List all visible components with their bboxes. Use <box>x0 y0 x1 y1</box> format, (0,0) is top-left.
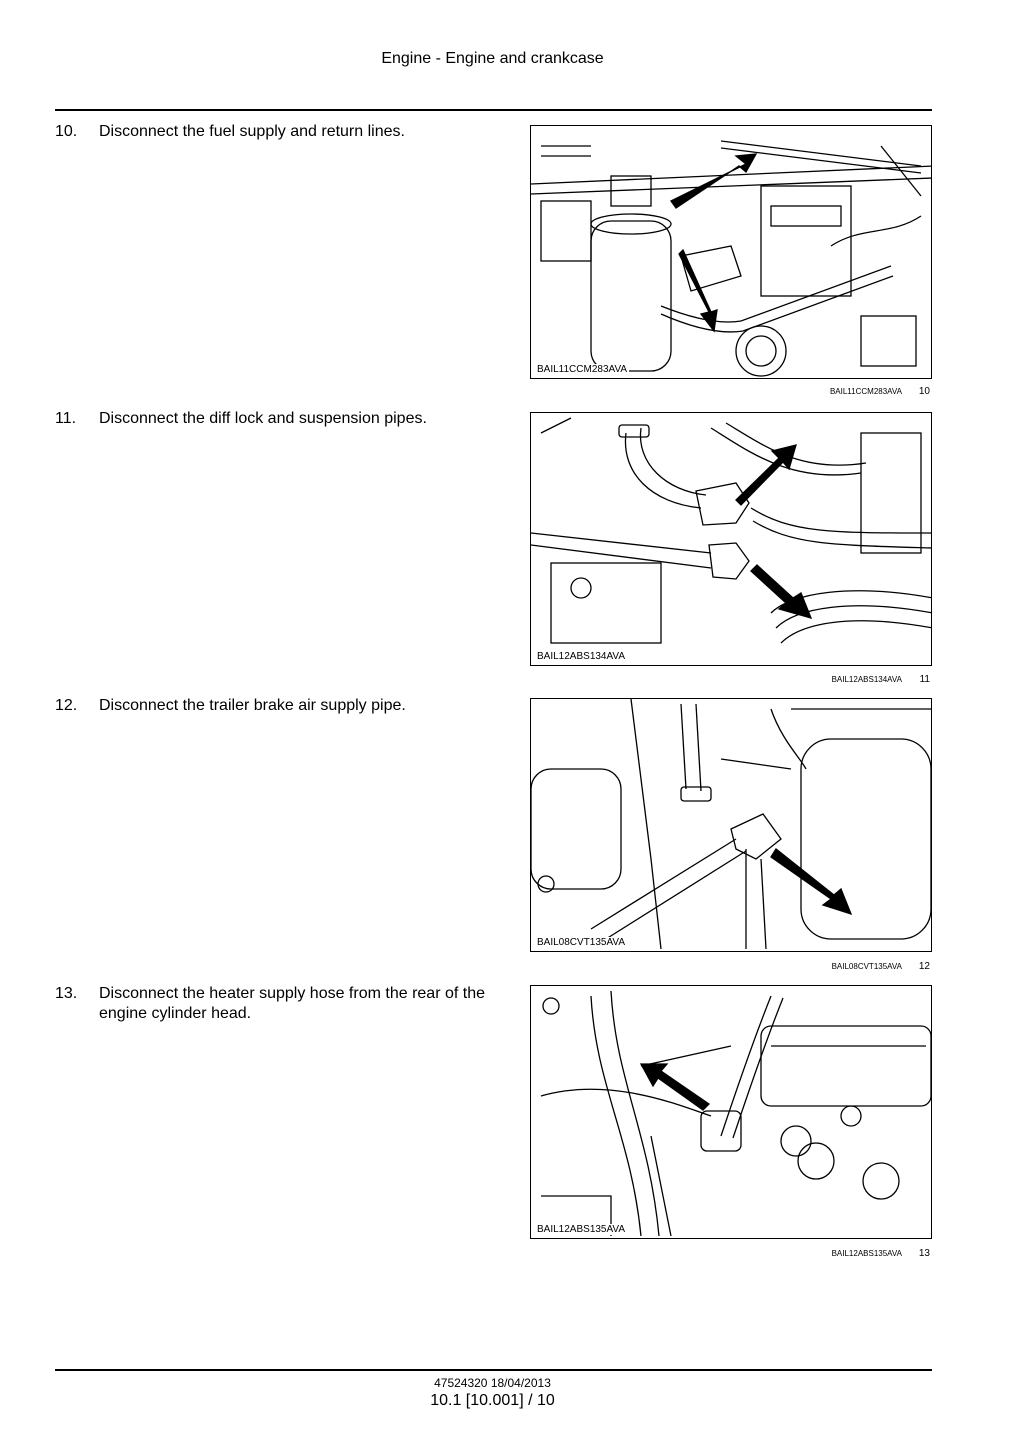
figure-caption-id: BAIL12ABS135AVA <box>831 1249 902 1258</box>
step-number: 11. <box>55 410 77 427</box>
step-number: 13. <box>55 985 78 1002</box>
figure-caption-id: BAIL12ABS134AVA <box>831 675 902 684</box>
footer-page-number: 10.1 [10.001] / 10 <box>430 1392 555 1409</box>
figure-11-illustration: BAIL12ABS134AVA <box>530 412 932 666</box>
step-text: Disconnect the fuel supply and return li… <box>99 123 405 140</box>
figure-caption-id: BAIL08CVT135AVA <box>831 962 902 971</box>
step-text: Disconnect the trailer brake air supply … <box>99 697 406 714</box>
step-text: Disconnect the heater supply hose from t… <box>99 985 485 1022</box>
figure-caption-number: 13 <box>918 1248 930 1259</box>
step-number: 10. <box>55 123 78 140</box>
figure-13-illustration: BAIL12ABS135AVA <box>530 985 932 1239</box>
figure-inner-id: BAIL08CVT135AVA <box>535 937 628 948</box>
page-header-title: Engine - Engine and crankcase <box>381 50 604 67</box>
figure-caption-number: 11 <box>919 674 930 685</box>
step-number: 12. <box>55 697 78 714</box>
figure-inner-id: BAIL12ABS135AVA <box>535 1224 628 1235</box>
figure-10-illustration: BAIL11CCM283AVA <box>530 125 932 379</box>
figure-inner-id: BAIL11CCM283AVA <box>535 364 630 375</box>
figure-caption-number: 10 <box>918 386 930 397</box>
footer-doc-reference: 47524320 18/04/2013 <box>434 1376 551 1390</box>
figure-12-illustration: BAIL08CVT135AVA <box>530 698 932 952</box>
figure-inner-id: BAIL12ABS134AVA <box>535 651 628 662</box>
header-rule <box>55 109 932 111</box>
figure-caption-number: 12 <box>918 961 930 972</box>
figure-caption-id: BAIL11CCM283AVA <box>829 387 902 396</box>
footer-rule <box>55 1369 932 1371</box>
step-text: Disconnect the diff lock and suspension … <box>99 410 427 427</box>
